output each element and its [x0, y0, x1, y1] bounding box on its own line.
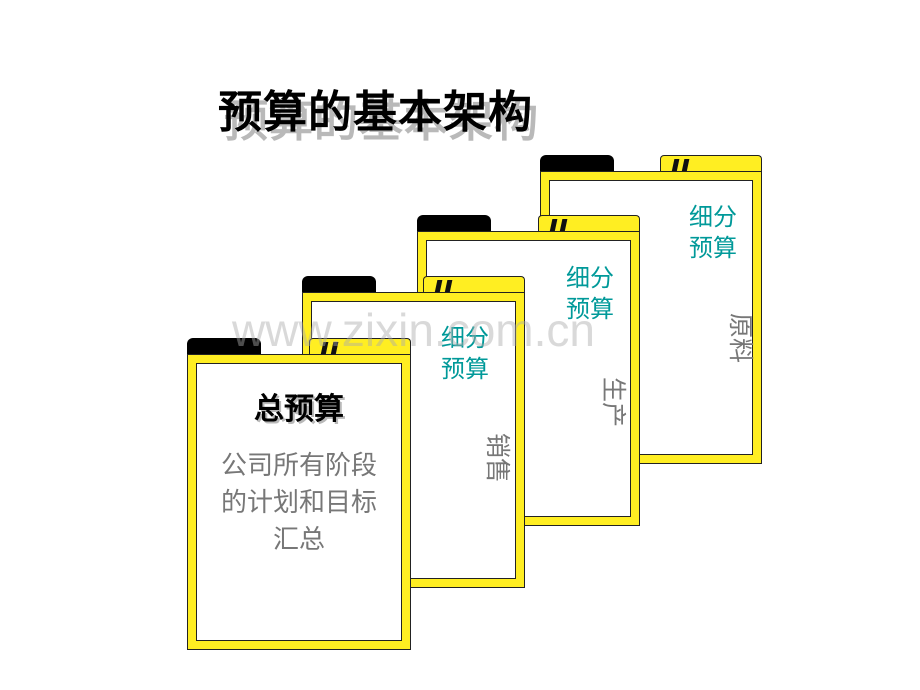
folder-body: 总预算 公司所有阶段的计划和目标汇总 [187, 354, 411, 650]
folder-inner-page: 总预算 公司所有阶段的计划和目标汇总 [196, 363, 402, 641]
folder-tab-yellow [309, 338, 411, 356]
sub-budget-heading: 细分 预算 [441, 324, 489, 383]
vertical-label: 生产 [599, 376, 629, 428]
folder-tab-dark [302, 276, 376, 294]
vertical-label: 销售 [483, 432, 513, 484]
folder-tab-yellow [660, 155, 762, 173]
folder-tab-yellow [538, 215, 640, 233]
folder-tab-yellow [423, 276, 525, 294]
folder-card-master-budget: 总预算 公司所有阶段的计划和目标汇总 [187, 338, 411, 650]
folder-tab-dark [417, 215, 491, 233]
vertical-label: 原料 [726, 312, 756, 364]
folder-tab-dark [540, 155, 614, 173]
page-title: 预算的基本架构 [218, 87, 533, 138]
folder-tab-dark [187, 338, 261, 356]
sub-budget-heading: 细分 预算 [566, 264, 614, 323]
watermark: www.zixin.com.cn [232, 304, 595, 356]
sub-budget-heading: 细分 预算 [689, 203, 737, 262]
master-budget-description: 公司所有阶段的计划和目标汇总 [220, 451, 377, 555]
master-budget-heading: 总预算 [254, 392, 344, 427]
